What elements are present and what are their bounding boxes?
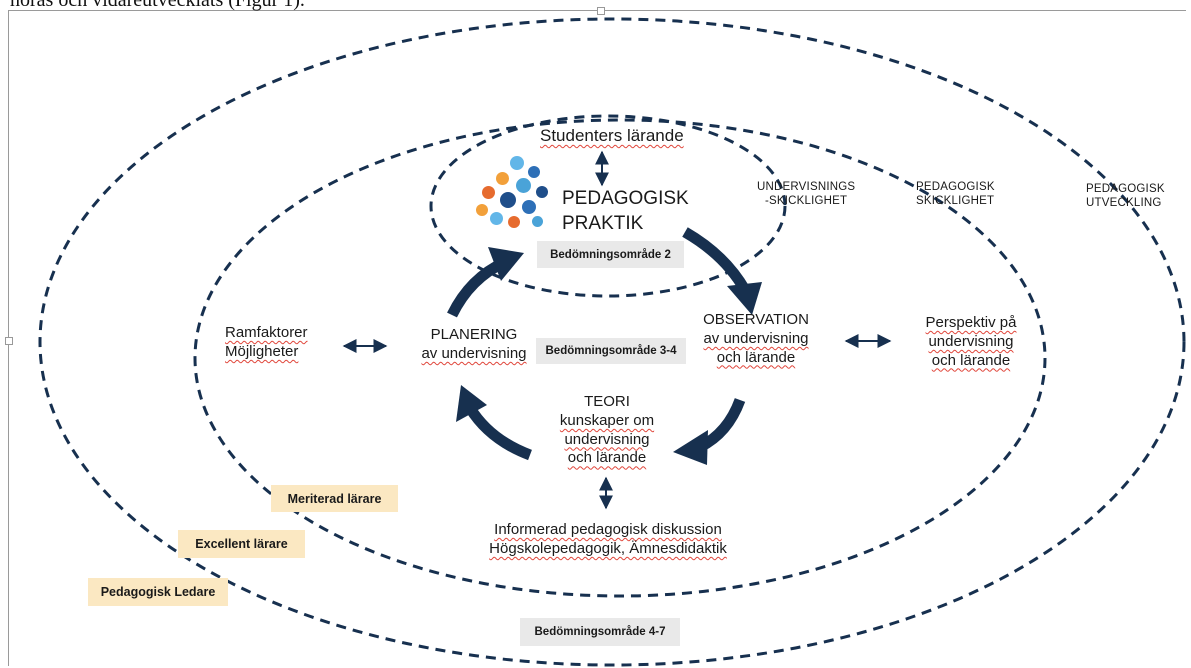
ring-label-line: -SKICKLIGHET	[764, 195, 848, 208]
ring-label-pedagogisk-skicklighet: PEDAGOGISK SKICKLIGHET	[916, 180, 995, 209]
teori-title: TEORI	[584, 393, 630, 410]
icon-dot	[482, 186, 495, 199]
icon-dot	[516, 178, 531, 193]
pedagogy-icon-cluster	[474, 156, 548, 238]
cycle-arrowhead-1	[488, 247, 524, 281]
icon-dot	[490, 212, 503, 225]
label-studenters-larande: Studenters lärande	[540, 125, 684, 146]
ramfaktorer-text: Ramfaktorer	[225, 324, 308, 341]
label-ramfaktorer: Ramfaktorer Möjligheter	[225, 324, 308, 362]
mojligheter-text: Möjligheter	[225, 342, 299, 360]
ring-label-line: UNDERVISNINGS	[757, 181, 856, 193]
cycle-arrow-praktik-to-observation	[682, 227, 750, 293]
teori-sub-3: och lärande	[567, 449, 647, 467]
ring-label-line: SKICKLIGHET	[916, 195, 995, 208]
label-pedagogisk-praktik: PEDAGOGISK PRAKTIK	[562, 187, 689, 236]
resize-handle-left[interactable]	[5, 337, 13, 345]
diskussion-1: Informerad pedagogisk diskussion	[494, 521, 722, 538]
icon-dot	[476, 204, 488, 216]
teori-sub-1: kunskaper om	[559, 411, 655, 429]
box-bedomningsomrade-2: Bedömningsområde 2	[537, 241, 684, 268]
label-perspektiv: Perspektiv på undervisning och lärande	[916, 314, 1026, 370]
observation-sub-2: och lärande	[716, 348, 796, 366]
label-observation: OBSERVATION av undervisning och lärande	[697, 311, 815, 367]
icon-dot	[496, 172, 509, 185]
icon-dot	[500, 192, 516, 208]
label-diskussion: Informerad pedagogisk diskussion Högskol…	[486, 521, 730, 559]
ring-pedagogisk-utveckling	[38, 17, 1186, 667]
ring-pedagogisk-skicklighet	[193, 118, 1047, 598]
page-caption: höras och vidareutvecklats (Figur 1).	[10, 0, 305, 11]
cycle-arrowhead-4	[456, 385, 487, 422]
box-meriterad-larare: Meriterad lärare	[271, 485, 398, 512]
perspektiv-1: Perspektiv på	[925, 314, 1017, 331]
observation-sub-1: av undervisning	[703, 329, 809, 347]
cycle-arrow-teori-to-planering	[465, 404, 533, 461]
perspektiv-2: undervisning	[928, 332, 1014, 350]
ring-label-pedagogisk-utveckling: PEDAGOGISK UTVECKLING	[1086, 182, 1165, 211]
icon-dot	[510, 156, 524, 170]
praktik-title-2: PRAKTIK	[562, 212, 644, 234]
ring-pedagogisk-praktik	[429, 114, 787, 298]
ring-label-undervisningsskicklighet: UNDERVISNINGS -SKICKLIGHET	[757, 180, 855, 209]
praktik-title-1: PEDAGOGISK	[562, 188, 689, 209]
box-bedomningsomrade-3-4: Bedömningsområde 3-4	[536, 338, 686, 364]
planering-title: PLANERING	[430, 326, 518, 343]
box-excellent-larare: Excellent lärare	[178, 530, 305, 558]
icon-dot	[528, 166, 540, 178]
icon-dot	[522, 200, 536, 214]
resize-handle-top[interactable]	[597, 7, 605, 15]
icon-dot	[532, 216, 543, 227]
planering-sub: av undervisning	[421, 344, 527, 362]
diskussion-2: Högskolepedagogik, Ämnesdidaktik	[489, 539, 727, 557]
perspektiv-3: och lärande	[931, 351, 1011, 369]
box-pedagogisk-ledare: Pedagogisk Ledare	[88, 578, 228, 606]
box-bedomningsomrade-4-7: Bedömningsområde 4-7	[520, 618, 680, 646]
cycle-arrowhead-2	[727, 282, 762, 315]
ring-label-line: PEDAGOGISK	[1086, 183, 1165, 195]
label-planering: PLANERING av undervisning	[416, 326, 532, 364]
cycle-arrowhead-3	[673, 430, 708, 465]
icon-dot	[508, 216, 520, 228]
ring-label-line: UTVECKLING	[1086, 197, 1162, 210]
teori-sub-2: undervisning	[564, 430, 650, 448]
icon-dot	[536, 186, 548, 198]
label-teori: TEORI kunskaper om undervisning och lära…	[550, 393, 664, 468]
observation-title: OBSERVATION	[703, 311, 809, 328]
ring-label-line: PEDAGOGISK	[916, 181, 995, 193]
studenters-text: Studenters lärande	[540, 126, 684, 145]
